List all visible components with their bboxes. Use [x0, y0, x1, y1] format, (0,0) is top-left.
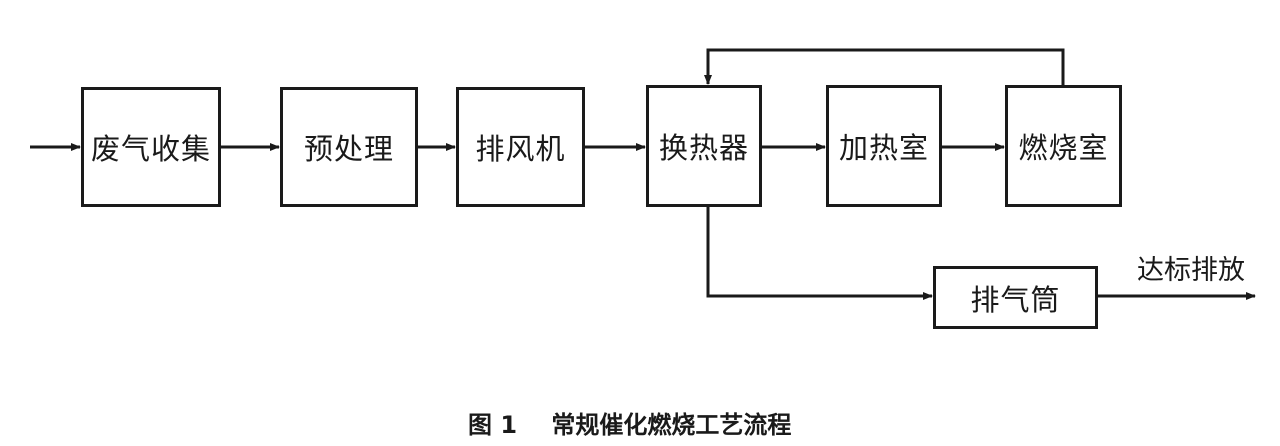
- node-heating-chamber: 加热室: [826, 85, 942, 207]
- arrow-exchanger-to-stack: [706, 206, 933, 300]
- figure-caption: 图 1 常规催化燃烧工艺流程: [468, 405, 791, 440]
- node-combustion-chamber: 燃烧室: [1005, 85, 1122, 207]
- node-heat-exchanger: 换热器: [646, 85, 762, 207]
- node-pretreatment: 预处理: [280, 87, 418, 207]
- node-waste-gas-collection: 废气收集: [81, 87, 221, 207]
- outlet-label: 达标排放: [1137, 255, 1245, 286]
- node-exhaust-stack: 排气筒: [933, 266, 1098, 329]
- return-loop-combustion-to-exchanger: [704, 48, 1065, 86]
- figure-title: 常规催化燃烧工艺流程: [551, 411, 792, 439]
- figure-number: 图 1: [468, 411, 518, 439]
- node-exhaust-fan: 排风机: [456, 87, 585, 207]
